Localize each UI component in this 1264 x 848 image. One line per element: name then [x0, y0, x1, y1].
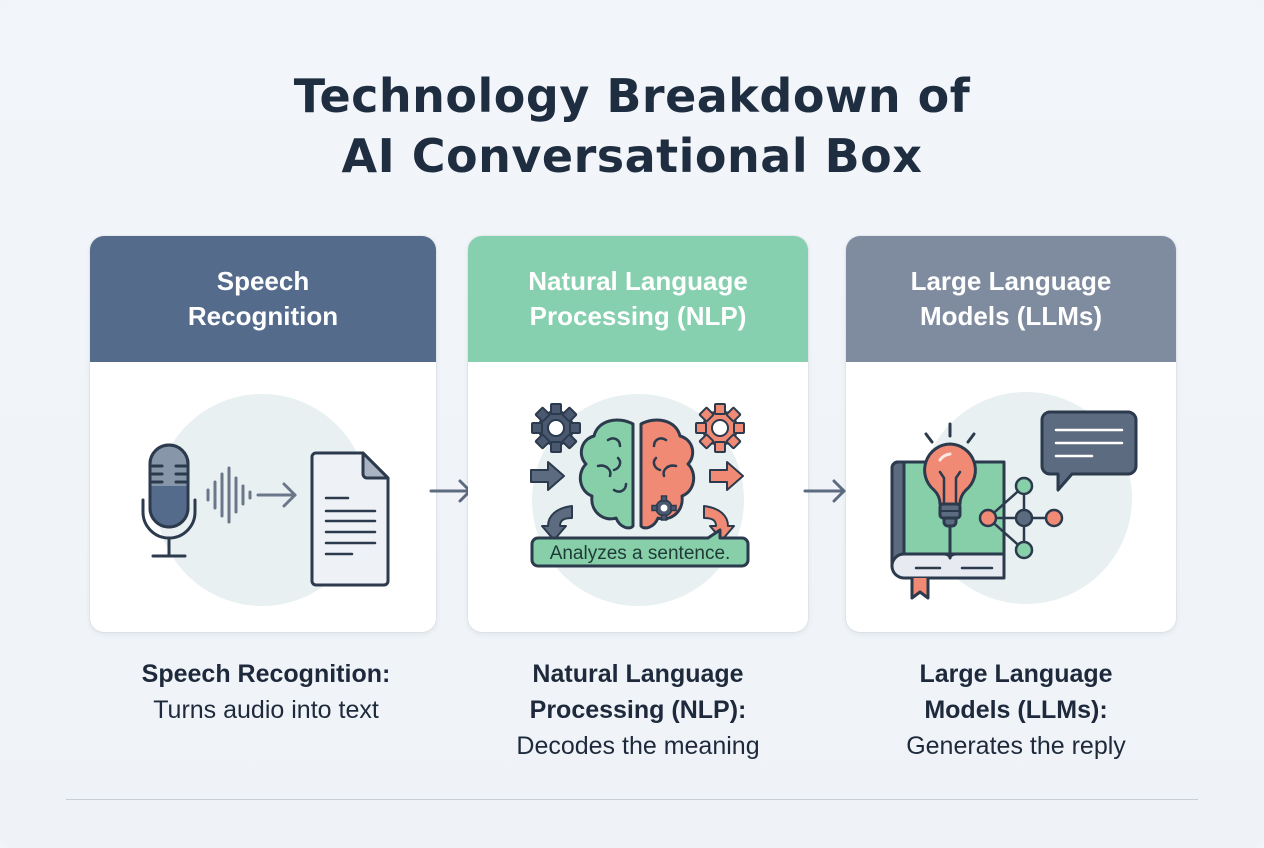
caption-title: Speech Recognition:	[141, 660, 391, 688]
title-line-1: Technology Breakdown of	[293, 69, 971, 123]
lightbulb-icon	[923, 422, 977, 528]
gear-icon	[651, 495, 677, 521]
speech-bubble-icon	[530, 528, 750, 568]
card-header-nlp: Natural Language Processing (NLP)	[468, 236, 808, 362]
chat-bubble-icon	[1040, 410, 1138, 492]
card-nlp: Natural Language Processing (NLP)	[468, 236, 808, 632]
microphone-icon	[141, 443, 197, 558]
divider	[66, 799, 1198, 800]
caption-title-line-2: Processing (NLP):	[529, 696, 747, 724]
card-body-llm	[846, 362, 1176, 632]
arrow-right-icon	[709, 461, 744, 491]
card-header-line-2: Models (LLMs)	[919, 301, 1102, 331]
caption-description: Turns audio into text	[153, 696, 379, 724]
card-body-nlp: Analyzes a sentence.	[468, 362, 808, 632]
caption-description: Decodes the meaning	[516, 732, 760, 760]
card-header-llm: Large Language Models (LLMs)	[846, 236, 1176, 362]
card-header-line-2: Processing (NLP)	[529, 301, 747, 331]
caption-nlp: Natural Language Processing (NLP): Decod…	[468, 656, 808, 764]
card-speech-recognition: Speech Recognition	[90, 236, 436, 632]
gear-icon	[531, 403, 581, 453]
caption-llm: Large Language Models (LLMs): Generates …	[846, 656, 1186, 764]
brain-icon	[578, 418, 696, 530]
bubble-text: Analyzes a sentence.	[550, 543, 731, 564]
arrow-right-icon	[256, 482, 297, 508]
caption-description: Generates the reply	[906, 732, 1126, 760]
title-line-2: AI Conversational Box	[341, 129, 923, 183]
card-body-speech	[90, 362, 436, 632]
gear-icon	[695, 403, 745, 453]
page-title: Technology Breakdown of AI Conversationa…	[0, 66, 1264, 186]
caption-title: Large Language	[919, 660, 1113, 688]
sound-wave-icon	[206, 466, 252, 524]
caption-title-line-2: Models (LLMs):	[924, 696, 1108, 724]
card-llm: Large Language Models (LLMs)	[846, 236, 1176, 632]
curved-arrow-icon	[541, 505, 573, 541]
caption-speech: Speech Recognition: Turns audio into tex…	[96, 656, 436, 728]
card-header-line-2: Recognition	[187, 301, 339, 331]
document-icon	[310, 451, 390, 587]
card-header-line-1: Large Language	[910, 266, 1112, 296]
arrow-right-icon	[530, 461, 565, 491]
card-header-line-1: Natural Language	[528, 266, 748, 296]
caption-title: Natural Language	[532, 660, 744, 688]
card-header-speech: Speech Recognition	[90, 236, 436, 362]
card-header-line-1: Speech	[216, 266, 310, 296]
network-nodes-icon	[978, 476, 1064, 560]
arrow-right-icon	[803, 479, 846, 503]
